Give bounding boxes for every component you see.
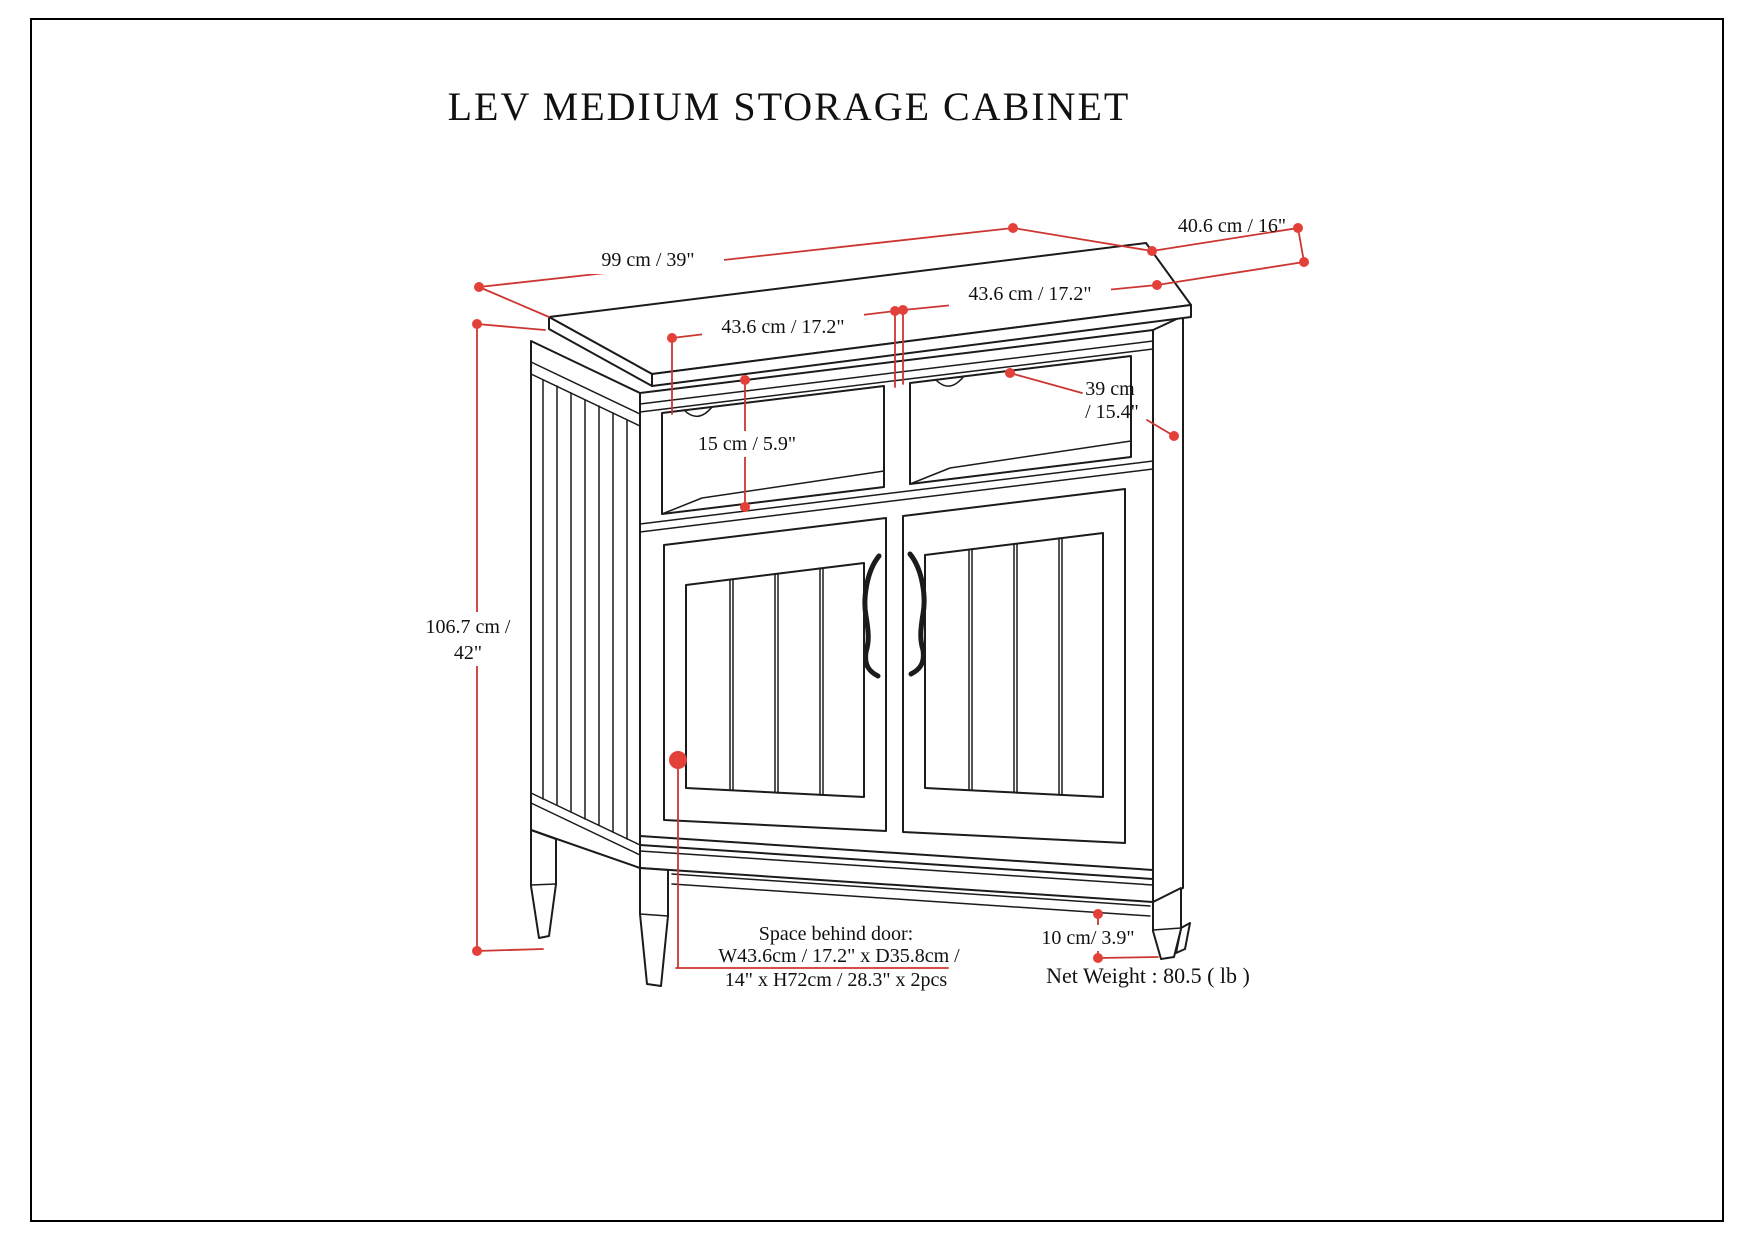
shelf-rail	[639, 460, 1154, 525]
left-side-panel	[530, 340, 641, 869]
label-leg-height: 10 cm/ 3.9"	[1041, 927, 1134, 949]
label-overall-height-2: 42"	[454, 642, 482, 664]
front-right-leg	[1152, 887, 1182, 960]
page-border	[30, 18, 1724, 1222]
label-top-depth: 40.6 cm / 16"	[1178, 215, 1286, 237]
dim-top-width	[474, 223, 1153, 318]
right-side-panel	[1152, 315, 1184, 903]
label-overall-height-1: 106.7 cm /	[426, 616, 511, 638]
label-shelf-height: 15 cm / 5.9"	[698, 433, 796, 455]
shelf-rail	[639, 468, 1154, 533]
legs	[530, 829, 1191, 987]
top-slab	[548, 242, 1192, 387]
right-door-handle	[907, 551, 927, 677]
dim-top-depth	[1147, 223, 1309, 286]
door-handles	[862, 551, 927, 679]
note-space-2: W43.6cm / 17.2" x D35.8cm /	[718, 945, 960, 967]
note-labels: Space behind door: W43.6cm / 17.2" x D35…	[718, 923, 1250, 991]
label-right-shelf-width: 43.6 cm / 17.2"	[968, 283, 1091, 305]
label-top-width: 99 cm / 39"	[601, 249, 694, 271]
cubby-right	[909, 355, 1132, 485]
dimension-labels: 99 cm / 39" 40.6 cm / 16" 43.6 cm / 17.2…	[406, 215, 1286, 951]
dim-leg-height	[1093, 909, 1159, 963]
left-door-handle	[862, 553, 882, 679]
label-shelf-depth-1: 39 cm	[1085, 378, 1135, 400]
note-space-3: 14" x H72cm / 28.3" x 2pcs	[725, 969, 948, 991]
cable-notch	[683, 406, 713, 417]
front-left-leg	[639, 867, 669, 987]
note-net-weight: Net Weight : 80.5 ( lb )	[1046, 963, 1250, 988]
note-space-1: Space behind door:	[759, 923, 913, 945]
label-left-shelf-width: 43.6 cm / 17.2"	[721, 316, 844, 338]
page-title: LEV MEDIUM STORAGE CABINET	[448, 84, 1131, 129]
label-shelf-depth-2: / 15.4"	[1085, 401, 1139, 423]
cabinet-drawing	[530, 242, 1192, 987]
dim-shelf-depth	[1005, 368, 1179, 441]
space-behind-door-leader	[669, 751, 949, 969]
left-door	[663, 517, 887, 832]
cable-notch	[935, 375, 965, 387]
right-door	[902, 488, 1126, 844]
bottom-rails	[639, 835, 1154, 917]
